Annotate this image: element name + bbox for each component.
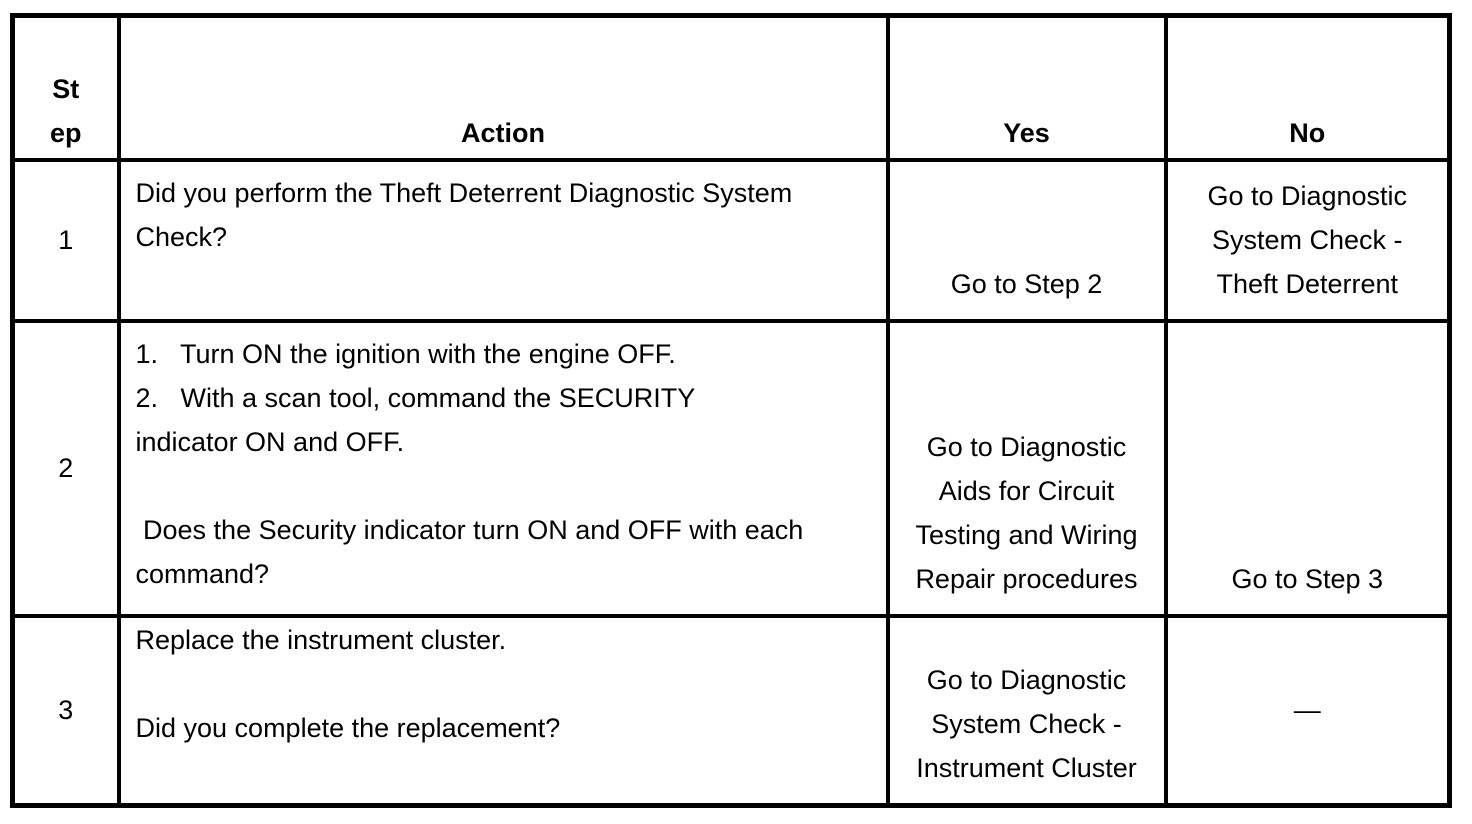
step-number-3: 3	[10, 613, 121, 808]
column-header-yes: Yes	[885, 13, 1168, 162]
action-text-step-2: 1. Turn ON the ignition with the engine …	[116, 318, 890, 618]
action-text-step-3: Replace the instrument cluster. Did you …	[116, 613, 890, 808]
no-result-step-2: Go to Step 3	[1163, 318, 1452, 618]
table-row-step-2: 2 1. Turn ON the ignition with the engin…	[10, 318, 1452, 618]
step-number-1: 1	[10, 157, 121, 323]
action-text-step-1: Did you perform the Theft Deterrent Diag…	[116, 157, 890, 323]
table-row-step-1: 1 Did you perform the Theft Deterrent Di…	[10, 157, 1452, 323]
step-number-2: 2	[10, 318, 121, 618]
column-header-step: St ep	[10, 13, 121, 162]
yes-result-step-1: Go to Step 2	[885, 157, 1168, 323]
yes-result-step-2: Go to Diagnostic Aids for Circuit Testin…	[885, 318, 1168, 618]
diagnostic-steps-table: St ep Action Yes No 1 Did you perform th…	[10, 13, 1452, 808]
no-result-step-1: Go to Diagnostic System Check - Theft De…	[1163, 157, 1452, 323]
table-row-step-3: 3 Replace the instrument cluster. Did yo…	[10, 613, 1452, 808]
no-result-step-3-dash: —	[1163, 613, 1452, 808]
column-header-action: Action	[116, 13, 890, 162]
header-row: St ep Action Yes No	[10, 13, 1452, 162]
yes-result-step-3: Go to Diagnostic System Check - Instrume…	[885, 613, 1168, 808]
column-header-no: No	[1163, 13, 1452, 162]
